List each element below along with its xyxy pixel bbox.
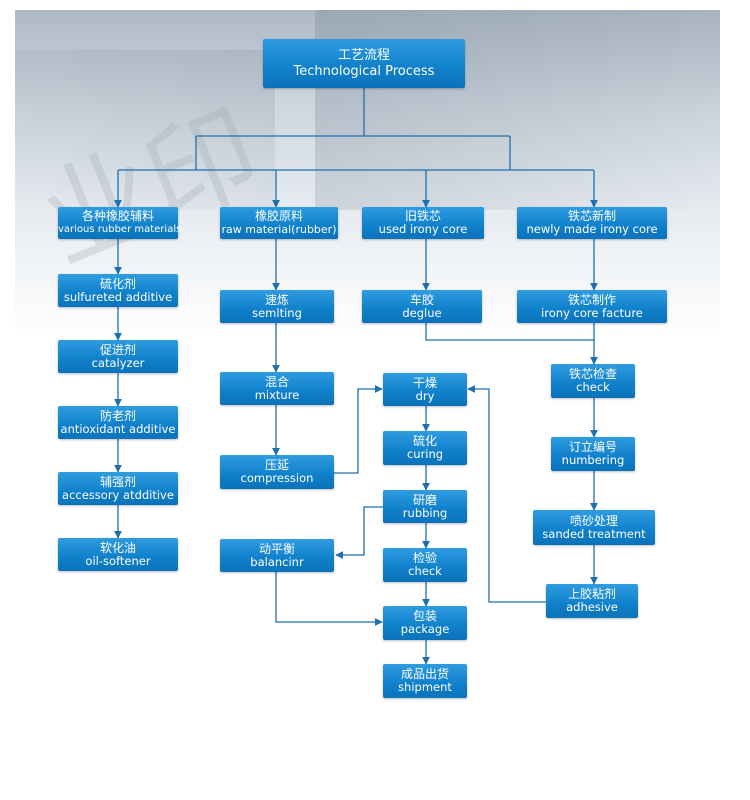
node-label-zh: 动平衡 [258, 541, 295, 556]
node-dry: 干燥 dry [383, 373, 467, 406]
node-check-final: 检验 check [383, 548, 467, 582]
node-raw-material: 橡胶原料 raw material(rubber) [220, 207, 338, 239]
node-label-en: dry [415, 388, 435, 403]
edge-balancinr-to-package [275, 572, 383, 626]
node-label-en: rubbing [402, 505, 448, 520]
node-accessory-additive: 辅强剂 accessory atdditive [58, 472, 178, 505]
node-adhesive: 上胶粘剂 adhesive [546, 584, 638, 618]
node-rubbing: 研磨 rubbing [383, 490, 467, 523]
node-curing: 硫化 curing [383, 431, 467, 465]
node-label-zh: 混合 [264, 374, 289, 389]
node-label-zh: 铁芯新制 [567, 209, 616, 223]
node-deglue: 车胶 deglue [362, 290, 482, 323]
node-label-en: sulfureted additive [63, 289, 173, 304]
node-label-zh: 检验 [412, 551, 437, 565]
node-check-core: 铁芯检查 check [551, 364, 635, 398]
edge-compression-to-dry [334, 385, 383, 474]
node-irony-core-facture: 铁芯制作 irony core facture [517, 290, 667, 323]
node-label-zh: 工艺流程 [337, 47, 390, 63]
node-sulfureted-additive: 硫化剂 sulfureted additive [58, 274, 178, 307]
node-label-en: oil-softener [85, 553, 151, 568]
node-label-en: numbering [561, 453, 625, 467]
node-label-en: various rubber materials [58, 224, 182, 235]
node-label-en: sanded treatment [542, 526, 646, 541]
node-various-rubber-materials: 各种橡胶辅料 various rubber materials [58, 207, 182, 239]
node-label-en: deglue [402, 305, 442, 320]
node-mixture: 混合 mixture [220, 372, 334, 405]
edge-deglue-merge [425, 323, 594, 341]
node-label-en: mixture [254, 387, 300, 402]
node-technological-process: 工艺流程 Technological Process [263, 39, 465, 88]
node-label-zh: 车胶 [409, 292, 434, 307]
node-label-zh: 促进剂 [99, 342, 136, 357]
node-label-en: used irony core [378, 222, 468, 236]
node-label-en: Technological Process [293, 63, 435, 79]
node-label-en: shipment [398, 680, 452, 694]
node-label-en: newly made irony core [526, 222, 658, 236]
node-newly-made-irony-core: 铁芯新制 newly made irony core [517, 207, 667, 239]
node-label-zh: 订立编号 [568, 440, 617, 454]
node-oil-softener: 软化油 oil-softener [58, 538, 178, 571]
node-label-zh: 旧铁芯 [404, 209, 441, 223]
node-label-en: raw material(rubber) [221, 223, 337, 236]
node-label-zh: 铁芯检查 [568, 367, 617, 381]
node-sanded-treatment: 喷砂处理 sanded treatment [533, 510, 655, 545]
node-label-zh: 铁芯制作 [567, 292, 616, 307]
node-label-en: check [576, 380, 610, 394]
node-catalyzer: 促进剂 catalyzer [58, 340, 178, 373]
node-label-en: accessory atdditive [62, 487, 174, 502]
node-package: 包装 package [383, 606, 467, 640]
node-label-en: curing [406, 447, 444, 461]
node-label-en: catalyzer [91, 355, 145, 370]
node-label-en: adhesive [566, 600, 618, 614]
node-label-zh: 压延 [264, 458, 289, 472]
node-label-zh: 各种橡胶辅料 [81, 209, 154, 223]
node-label-zh: 防老剂 [99, 408, 136, 423]
node-antioxidant-additive: 防老剂 antioxidant additive [58, 406, 178, 439]
node-label-zh: 橡胶原料 [254, 209, 303, 223]
node-label-zh: 研磨 [412, 492, 437, 507]
node-label-en: antioxidant additive [60, 421, 176, 436]
node-label-en: package [400, 622, 450, 636]
node-label-zh: 喷砂处理 [569, 513, 618, 528]
node-label-en: balancinr [250, 554, 304, 569]
node-label-zh: 成品出货 [400, 667, 449, 681]
edge-adhesive-to-dry [467, 385, 546, 603]
node-label-en: check [408, 564, 442, 578]
node-label-zh: 速炼 [264, 292, 289, 307]
node-label-zh: 辅强剂 [99, 474, 136, 489]
node-label-zh: 干燥 [412, 375, 437, 390]
node-semlting: 速炼 semlting [220, 290, 334, 323]
node-label-zh: 上胶粘剂 [567, 587, 616, 601]
node-numbering: 订立编号 numbering [551, 437, 635, 471]
node-label-zh: 软化油 [99, 540, 136, 555]
edge-rubbing-to-balancinr [335, 506, 383, 559]
node-label-zh: 硫化剂 [99, 276, 136, 291]
node-label-zh: 包装 [412, 609, 437, 623]
node-shipment: 成品出货 shipment [383, 664, 467, 698]
node-balancinr: 动平衡 balancinr [220, 539, 334, 572]
node-used-irony-core: 旧铁芯 used irony core [362, 207, 484, 239]
node-label-en: irony core facture [541, 305, 643, 320]
node-compression: 压延 compression [220, 455, 334, 489]
node-label-en: compression [240, 471, 314, 485]
node-label-zh: 硫化 [412, 434, 437, 448]
node-label-en: semlting [252, 305, 302, 320]
